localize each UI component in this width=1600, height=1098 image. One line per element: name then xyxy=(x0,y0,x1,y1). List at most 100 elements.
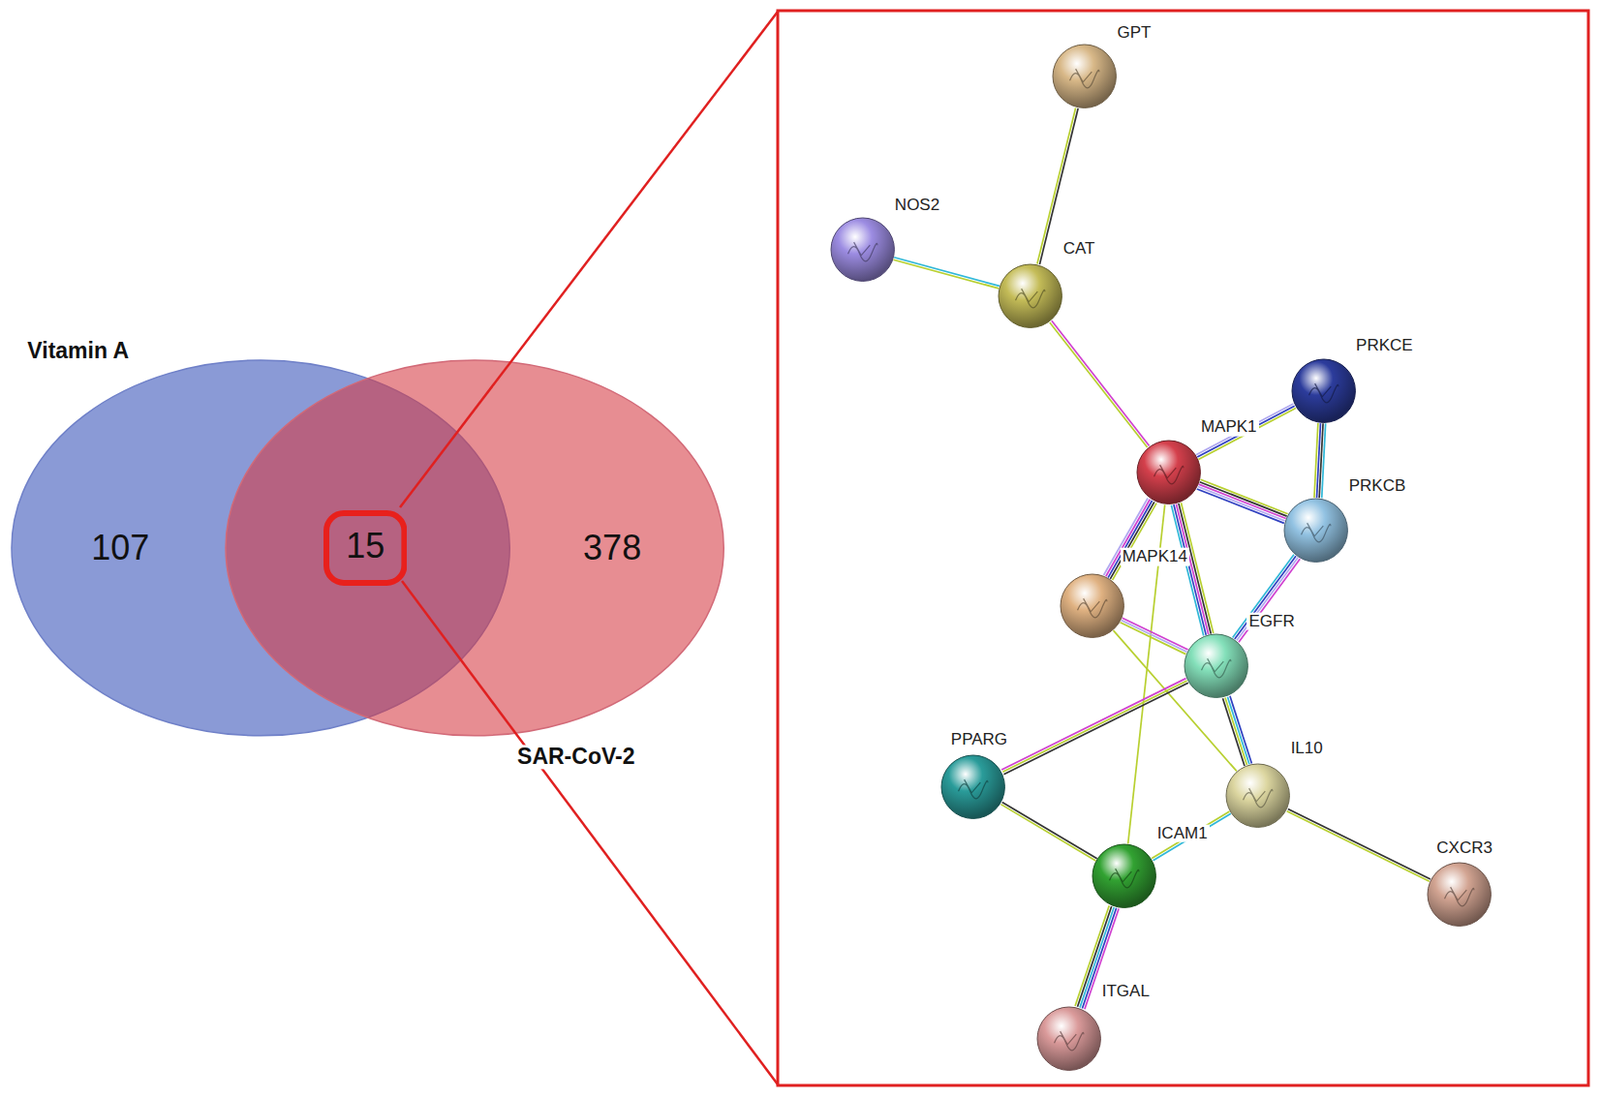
evidence-line xyxy=(892,259,999,289)
sphere-body xyxy=(941,755,1005,819)
evidence-line xyxy=(1153,813,1231,861)
evidence-line xyxy=(1227,697,1249,766)
venn-set: 378SAR-CoV-2 xyxy=(224,359,725,738)
protein-structure xyxy=(1070,68,1100,89)
protein-label: GPT xyxy=(1115,23,1154,42)
evidence-line xyxy=(1109,501,1155,580)
interaction-edge xyxy=(1196,403,1296,460)
protein-sphere xyxy=(1036,1006,1102,1072)
protein-node: ITGAL xyxy=(1036,1006,1102,1072)
interaction-edge xyxy=(1222,696,1252,767)
interaction-edge xyxy=(1287,808,1431,882)
evidence-line xyxy=(1222,698,1244,767)
evidence-line xyxy=(1197,405,1294,458)
interaction-edge xyxy=(1120,617,1189,654)
evidence-line xyxy=(1199,484,1287,519)
evidence-line xyxy=(893,257,1000,287)
sphere-body xyxy=(1284,498,1348,562)
evidence-line xyxy=(1001,678,1186,770)
sphere-body xyxy=(1226,764,1290,828)
protein-label: IL10 xyxy=(1289,739,1325,759)
protein-sphere xyxy=(830,216,895,282)
protein-label: MAPK14 xyxy=(1120,548,1190,567)
evidence-line xyxy=(1238,558,1300,643)
evidence-line xyxy=(1234,555,1296,640)
set-label: Vitamin A xyxy=(25,339,131,365)
sphere-body xyxy=(998,264,1062,328)
sphere-body xyxy=(1052,44,1116,108)
protein-label: NOS2 xyxy=(892,195,942,215)
protein-structure xyxy=(1308,383,1338,403)
evidence-line xyxy=(1122,617,1189,650)
protein-sphere xyxy=(1291,358,1356,424)
protein-node: NOS2 xyxy=(830,216,895,282)
evidence-line xyxy=(1002,680,1187,772)
evidence-line xyxy=(1107,500,1153,579)
evidence-line xyxy=(1000,804,1096,862)
protein-structure xyxy=(1109,868,1139,889)
sphere-body xyxy=(1292,359,1355,423)
evidence-line xyxy=(1121,619,1188,652)
protein-structure xyxy=(1301,523,1331,543)
protein-label: EGFR xyxy=(1246,612,1296,631)
protein-structure xyxy=(1153,464,1183,485)
protein-label: PRKCE xyxy=(1353,337,1416,356)
evidence-line xyxy=(1198,487,1286,522)
protein-sphere xyxy=(1051,43,1117,109)
interaction-edge xyxy=(1197,479,1289,524)
interaction-edge xyxy=(1001,678,1189,775)
evidence-line xyxy=(1198,408,1295,461)
protein-sphere xyxy=(1091,843,1157,909)
protein-node: PRKCE xyxy=(1291,358,1356,424)
interaction-edge xyxy=(1170,502,1213,636)
evidence-line xyxy=(1178,503,1211,635)
protein-node: GPT xyxy=(1051,43,1117,109)
protein-structure xyxy=(958,779,988,800)
protein-structure xyxy=(1054,1031,1084,1051)
protein-label: PRKCB xyxy=(1347,476,1409,495)
protein-sphere xyxy=(940,754,1006,820)
sphere-body xyxy=(1092,844,1156,908)
protein-node: EGFR xyxy=(1183,633,1249,699)
evidence-line xyxy=(1287,811,1430,882)
sphere-body xyxy=(1060,574,1124,638)
ellipse-outline xyxy=(225,360,724,737)
evidence-line xyxy=(1196,403,1293,456)
evidence-line xyxy=(1225,697,1247,766)
interaction-edge xyxy=(1314,423,1326,498)
evidence-line xyxy=(1051,320,1150,446)
evidence-line xyxy=(1002,801,1098,859)
evidence-line xyxy=(1200,482,1288,517)
interaction-edge xyxy=(1104,497,1158,581)
sphere-body xyxy=(1184,634,1248,698)
evidence-line xyxy=(1173,504,1206,636)
protein-label: CXCR3 xyxy=(1434,838,1495,858)
sphere-body xyxy=(1427,862,1491,926)
zoom-panel xyxy=(777,10,1589,1086)
evidence-line xyxy=(1151,811,1230,859)
protein-sphere xyxy=(1283,497,1349,563)
protein-sphere xyxy=(1136,439,1201,505)
protein-node: PRKCB xyxy=(1283,497,1349,563)
sphere-body xyxy=(830,217,894,281)
interaction-edge xyxy=(1049,320,1150,448)
evidence-line xyxy=(1230,696,1252,765)
evidence-line xyxy=(1120,622,1187,655)
protein-label: CAT xyxy=(1061,240,1098,259)
evidence-line xyxy=(1200,479,1289,514)
evidence-line xyxy=(1322,423,1326,498)
protein-structure xyxy=(1444,887,1474,907)
interaction-edge xyxy=(1232,554,1301,643)
highlight-box: 15 xyxy=(323,510,407,586)
protein-node: PPARG xyxy=(940,754,1006,820)
protein-sphere xyxy=(1183,633,1249,699)
protein-structure xyxy=(1201,658,1231,678)
evidence-line xyxy=(1175,504,1208,636)
interaction-edge xyxy=(1000,801,1097,861)
protein-node: IL10 xyxy=(1225,763,1291,829)
set-label: SAR-CoV-2 xyxy=(515,744,637,770)
protein-label: PPARG xyxy=(949,730,1010,749)
evidence-line xyxy=(1314,423,1319,498)
protein-sphere xyxy=(1059,573,1125,639)
evidence-line xyxy=(1288,808,1431,879)
